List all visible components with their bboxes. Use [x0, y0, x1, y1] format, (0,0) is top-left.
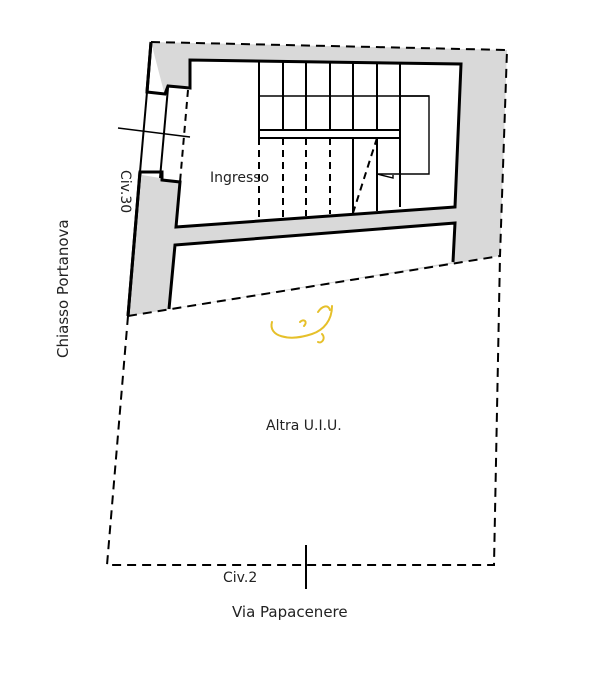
room-label-other-unit: Altra U.I.U. [266, 418, 342, 434]
door-detail [117, 87, 191, 183]
room-label-entrance: Ingresso [210, 170, 269, 186]
civic-number-bottom: Civ.2 [223, 570, 257, 586]
walls [126, 41, 463, 317]
street-label-left: Chiasso Portanova [54, 219, 72, 358]
street-label-bottom: Via Papacenere [232, 603, 348, 621]
staircase [258, 62, 430, 220]
watermark-stamp-icon [270, 305, 333, 344]
other-unit-boundary [105, 255, 501, 566]
rooms [142, 60, 461, 309]
property-boundary [127, 41, 509, 317]
civic-number-left: Civ.30 [117, 170, 133, 213]
